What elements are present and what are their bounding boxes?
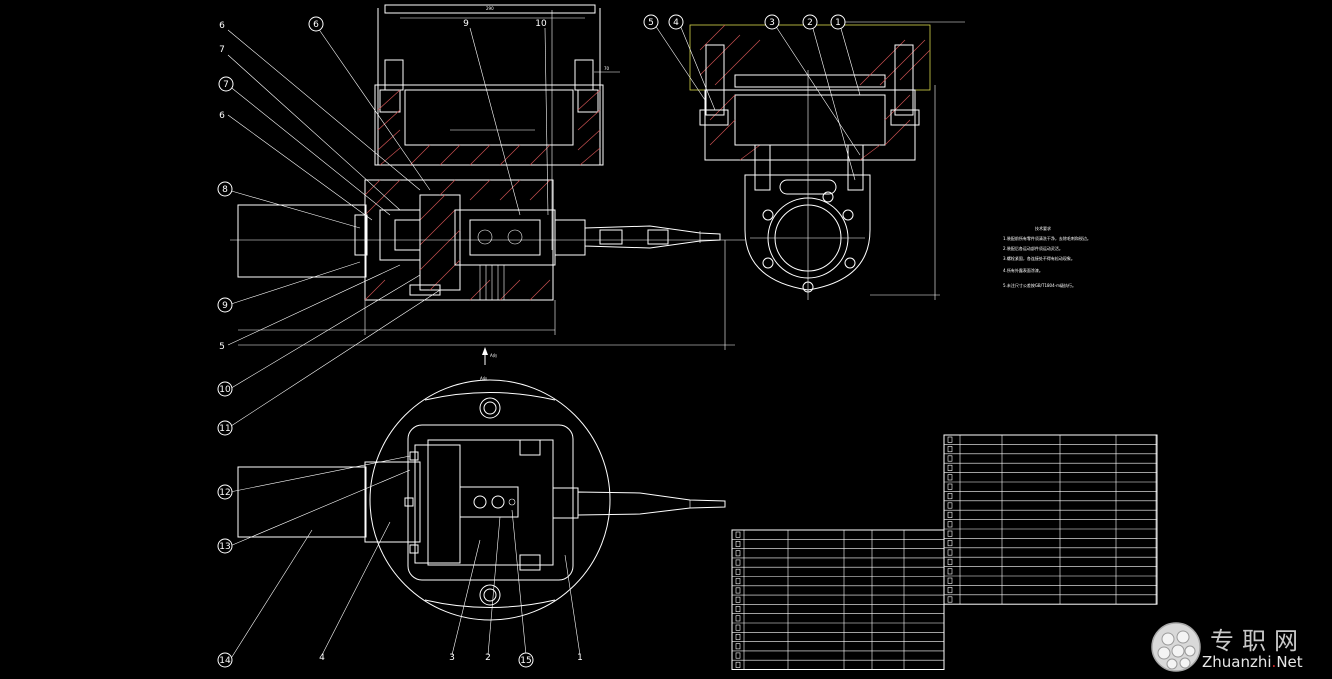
bottom-view — [237, 379, 726, 621]
tech-note-1: 1.装配前所有零件须清洗干净，去除毛刺和锐边。 — [1003, 235, 1091, 241]
balloon-front-9: 11 — [219, 424, 230, 434]
parts-list-right-cell-mark — [947, 446, 953, 453]
section-view-label: A向 — [480, 375, 487, 381]
watermark-en-tld: Net — [1276, 653, 1303, 671]
balloon-front-4: 6 — [219, 111, 225, 121]
parts-list-left-cell-mark — [735, 633, 741, 640]
parts-list-left-cell-mark — [735, 587, 741, 594]
balloon-front-6: 9 — [222, 301, 228, 311]
balloon-front-10: 6 — [313, 20, 319, 30]
parts-list-left-cell-mark — [735, 615, 741, 622]
top-dim-label: 290 — [486, 6, 494, 11]
tech-note-4: 4.所有外露表面涂漆。 — [1003, 267, 1043, 273]
parts-list-right-cell-mark — [947, 530, 953, 537]
globe-icon — [1151, 622, 1201, 672]
balloon-bottom-8: 1 — [577, 653, 583, 663]
tech-notes-title: 技术要求 — [1035, 225, 1051, 231]
parts-list-right-cell-mark — [947, 568, 953, 575]
balloon-front-11: 9 — [463, 19, 469, 29]
parts-list-right-cell-mark — [947, 521, 953, 528]
balloon-side-4: 2 — [807, 18, 813, 28]
parts-list-right-cell-mark — [947, 558, 953, 565]
parts-list-right-cell-mark — [947, 502, 953, 509]
parts-list-left-cell-mark — [735, 568, 741, 575]
watermark-cn-text: 专职网 — [1210, 627, 1306, 655]
watermark-en-dot: . — [1271, 653, 1277, 671]
balloon-bottom-7: 15 — [520, 656, 531, 666]
parts-list-left — [731, 529, 945, 670]
balloon-front-8: 10 — [219, 385, 231, 395]
parts-list-left-cell-mark — [735, 643, 741, 650]
balloon-side-1: 5 — [648, 18, 654, 28]
parts-list-right-cell-mark — [947, 464, 953, 471]
parts-list-left-cell-mark — [735, 596, 741, 603]
bottom-balloons: 12 13 14 4 3 2 15 1 — [217, 484, 583, 668]
watermark-en-main: Zhuanzhi — [1202, 653, 1272, 671]
balloon-bottom-2: 13 — [219, 542, 230, 552]
parts-list-left-border — [731, 529, 945, 670]
side-balloons: 5 4 3 2 1 — [643, 14, 846, 30]
front-balloons: 6 7 7 6 8 9 5 10 11 6 9 10 — [217, 16, 547, 436]
balloon-bottom-4: 4 — [319, 653, 325, 663]
parts-list-left-cell-mark — [735, 531, 741, 538]
bottom-leaders — [229, 455, 581, 661]
watermark-en-text: Zhuanzhi.Net — [1202, 653, 1303, 671]
parts-list-left-cell-mark — [735, 606, 741, 613]
parts-list-left-cell-mark — [735, 550, 741, 557]
technical-notes: 技术要求 1.装配前所有零件须清洗干净，去除毛刺和锐边。 2.装配后各运动部件须… — [1003, 225, 1091, 288]
parts-list-right-cell-mark — [947, 493, 953, 500]
front-leaders — [227, 27, 549, 429]
balloon-front-3: 7 — [223, 80, 229, 90]
balloon-bottom-5: 3 — [449, 653, 455, 663]
parts-list-right — [943, 434, 1158, 605]
tech-note-2: 2.装配后各运动部件须运动灵活。 — [1003, 245, 1063, 251]
parts-list-right-cell-mark — [947, 540, 953, 547]
parts-list-right-cell-mark — [947, 455, 953, 462]
parts-list-left-cell-mark — [735, 624, 741, 631]
parts-list-right-cell-mark — [947, 577, 953, 584]
parts-list-left-cell-mark — [735, 652, 741, 659]
balloon-front-12: 10 — [535, 19, 547, 29]
side-leaders — [654, 24, 861, 181]
balloon-bottom-6: 2 — [485, 653, 491, 663]
balloon-side-5: 1 — [835, 18, 841, 28]
balloon-front-2: 7 — [219, 45, 225, 55]
parts-list-right-cell-mark — [947, 596, 953, 603]
balloon-front-5: 8 — [222, 185, 228, 195]
balloon-front-1: 6 — [219, 21, 225, 31]
section-arrow-label: A向 — [490, 352, 497, 358]
parts-list-left-cell-mark — [735, 578, 741, 585]
bolt-dim-label: 70 — [604, 66, 610, 71]
parts-list-right-cell-mark — [947, 483, 953, 490]
parts-list-left-cell-mark — [735, 540, 741, 547]
front-section-view: 290 70 — [230, 4, 745, 381]
balloon-side-3: 3 — [769, 18, 775, 28]
parts-list-right-cell-mark — [947, 436, 953, 443]
watermark-logo: 专职网 Zhuanzhi.Net — [1146, 619, 1326, 675]
balloon-front-7: 5 — [219, 342, 225, 352]
parts-list-left-cell-mark — [735, 559, 741, 566]
balloon-bottom-3: 14 — [219, 656, 231, 666]
parts-list-right-cell-mark — [947, 549, 953, 556]
parts-list-right-cell-mark — [947, 587, 953, 594]
side-view — [689, 21, 965, 300]
balloon-side-2: 4 — [673, 18, 679, 28]
parts-list-left-cell-mark — [735, 661, 741, 668]
tech-note-3: 3.螺栓紧固，各连接处不得有松动现象。 — [1003, 255, 1075, 261]
parts-list-right-cell-mark — [947, 511, 953, 518]
balloon-bottom-1: 12 — [219, 488, 230, 498]
parts-list-right-cell-mark — [947, 474, 953, 481]
tech-note-5: 5.未注尺寸公差按GB/T1804-m级执行。 — [1003, 282, 1076, 288]
